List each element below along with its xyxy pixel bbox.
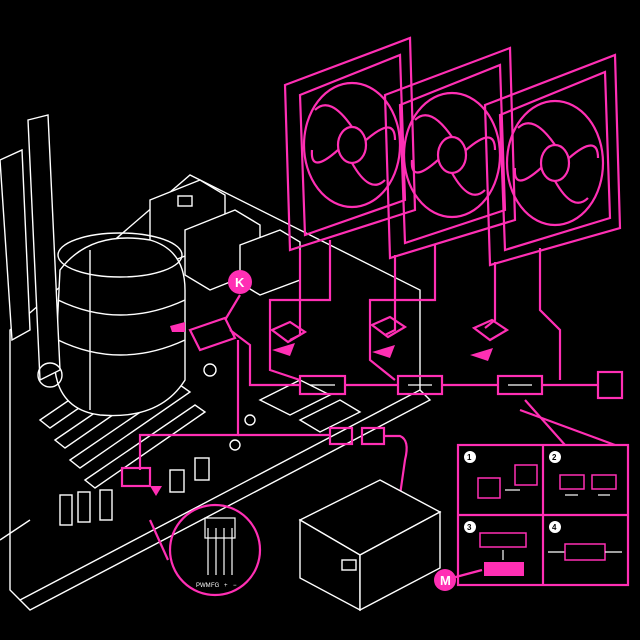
chain-connector-1 <box>298 374 347 396</box>
psu-sata-cable <box>328 426 408 496</box>
radiator-tubes <box>0 114 63 388</box>
sata-plug-1 <box>328 426 354 446</box>
fan-3 <box>483 53 622 267</box>
step-3: 3 <box>464 521 527 576</box>
pin-label-fg: FG <box>211 583 220 589</box>
svg-text:M: M <box>440 573 451 588</box>
pin-label-plus: + <box>224 583 228 589</box>
argb-header-connector <box>170 316 237 352</box>
fan-header-cable <box>120 340 330 488</box>
fan-header-plug <box>120 466 152 488</box>
fan-cables <box>268 240 562 382</box>
instruction-panel: 1 2 3 4 <box>456 399 630 587</box>
fan-2 <box>383 46 517 260</box>
pin-label-pwm: PWM <box>196 583 211 589</box>
fan-1 <box>283 36 417 252</box>
fan-connector-3 <box>471 318 510 342</box>
power-supply <box>298 479 442 612</box>
svg-text:2: 2 <box>552 453 557 462</box>
daisy-chain-cable <box>229 329 624 400</box>
callout-m: M <box>434 568 483 591</box>
cpu-water-block <box>54 232 186 417</box>
svg-text:K: K <box>235 275 245 290</box>
callout-k: K <box>224 270 252 321</box>
chain-connector-2 <box>396 374 444 396</box>
connection-arrows <box>150 343 493 496</box>
chain-end-plug <box>596 370 624 400</box>
svg-text:4: 4 <box>552 523 557 532</box>
svg-text:1: 1 <box>467 453 472 462</box>
svg-text:3: 3 <box>467 523 472 532</box>
fan-connector-1 <box>269 320 308 344</box>
pinout-magnifier: PWM FG + − <box>148 503 262 597</box>
chain-connector-3 <box>496 374 544 396</box>
pin-label-minus: − <box>233 583 237 589</box>
step-4: 4 <box>548 521 622 561</box>
step-1: 1 <box>464 451 538 499</box>
fan-connector-2 <box>369 315 408 339</box>
step-2: 2 <box>549 451 617 496</box>
